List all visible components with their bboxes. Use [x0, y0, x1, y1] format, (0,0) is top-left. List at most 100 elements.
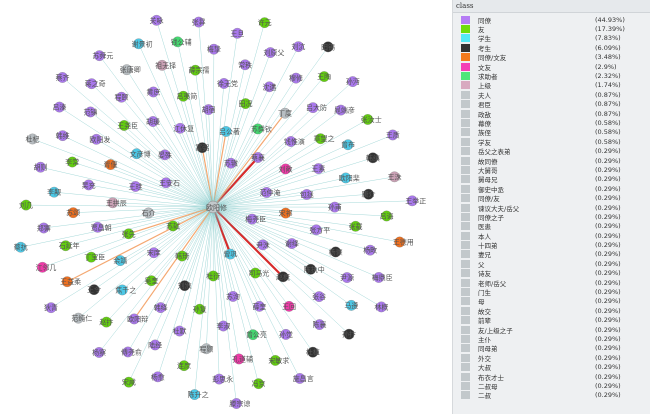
legend-item[interactable]: 大舅哥(0.29%) — [453, 165, 650, 175]
legend-item[interactable]: 故交(0.29%) — [453, 306, 650, 316]
graph-node[interactable]: 王质 — [386, 129, 400, 141]
legend-item[interactable]: 谏议大夫/岳父(0.29%) — [453, 203, 650, 213]
graph-node[interactable]: 梅鼎臣 — [372, 272, 393, 283]
graph-node[interactable]: 王素 — [311, 163, 325, 174]
legend-item[interactable]: 二叔(0.29%) — [453, 391, 650, 400]
graph-node[interactable]: 郑獬 — [37, 222, 51, 234]
graph-node[interactable]: 刘沆 — [291, 41, 305, 52]
graph-node[interactable]: 吕大防 — [306, 102, 327, 114]
graph-node[interactable]: 司马光 — [248, 267, 269, 279]
legend-item[interactable]: 学生(7.83%) — [453, 34, 650, 43]
graph-node[interactable]: 孔道辅 — [232, 353, 253, 365]
graph-node[interactable]: 李常 — [65, 156, 79, 168]
graph-node[interactable]: 江休复 — [173, 122, 194, 134]
graph-node[interactable]: 杜植 — [306, 346, 320, 358]
graph-node[interactable]: 孙觉 — [279, 329, 293, 340]
legend-item[interactable]: 学友(0.58%) — [453, 137, 650, 147]
graph-node[interactable]: 韩琦 — [175, 250, 189, 262]
graph-node[interactable]: 梅尧臣 — [245, 213, 266, 225]
graph-node[interactable]: 马遵 — [344, 300, 358, 311]
legend-item[interactable]: 母(0.29%) — [453, 297, 650, 306]
graph-node[interactable]: 余靖 — [113, 255, 127, 266]
graph-node[interactable]: 苏洵 — [226, 291, 240, 302]
graph-node[interactable]: 丁度 — [278, 107, 292, 119]
legend-item[interactable]: 前辈(0.29%) — [453, 316, 650, 325]
graph-node[interactable]: 孙甫 — [328, 201, 342, 213]
graph-node[interactable]: 石延年 — [59, 240, 80, 252]
graph-node[interactable]: 钱惟演 — [284, 136, 305, 147]
graph-node[interactable]: 许元 — [258, 17, 272, 29]
graph-node[interactable]: 陈襄 — [313, 319, 327, 330]
legend-item[interactable]: 君臣(0.87%) — [453, 100, 650, 109]
graph-node[interactable]: 胡则 — [34, 161, 48, 173]
legend-item[interactable]: 考生(6.09%) — [453, 43, 650, 53]
graph-node[interactable]: 苏舜元 — [92, 50, 113, 62]
graph-node[interactable]: 刘敞 — [279, 163, 293, 175]
graph-node[interactable]: 丁宝臣 — [84, 251, 105, 263]
graph-node[interactable]: 王拱辰 — [106, 197, 127, 209]
graph-node[interactable]: 常秩 — [238, 59, 252, 71]
graph-node[interactable]: 焦千之 — [115, 284, 136, 296]
graph-node[interactable]: 晏殊 — [158, 149, 172, 161]
graph-node[interactable]: 苏舜钦 — [251, 123, 272, 135]
legend-item[interactable]: 同僚/文友(3.48%) — [453, 53, 650, 62]
legend-item[interactable]: 老师/岳父(0.29%) — [453, 278, 650, 288]
hub-node[interactable]: 欧阳修 — [206, 200, 227, 214]
graph-node[interactable]: 孙复 — [193, 303, 207, 315]
graph-node[interactable]: 王德用 — [393, 236, 414, 248]
graph-node[interactable]: 孙沔 — [346, 76, 360, 87]
graph-node[interactable]: 宋祁 — [279, 207, 293, 219]
graph-node[interactable]: 吴充 — [82, 179, 96, 191]
graph-node[interactable]: 王洙 — [387, 171, 401, 183]
graph-node[interactable]: 贾昌朝 — [91, 221, 112, 233]
graph-node[interactable]: 林概 — [374, 301, 388, 313]
graph-node[interactable]: 程颢 — [199, 343, 213, 355]
graph-node[interactable]: 黄庶 — [146, 86, 160, 98]
graph-node[interactable]: 欧阳棐 — [339, 172, 360, 184]
graph-node[interactable]: 韩缜 — [366, 152, 380, 164]
graph-node[interactable]: 赵抃 — [99, 316, 113, 328]
graph-node[interactable]: 富弼 — [195, 142, 209, 154]
graph-node[interactable]: 范仲淹 — [260, 187, 281, 198]
legend-item[interactable]: 同僚(44.93%) — [453, 15, 650, 25]
graph-node[interactable]: 宋咸 — [122, 376, 136, 388]
legend-item[interactable]: 上级(1.74%) — [453, 81, 650, 90]
graph-node[interactable]: 刘原父 — [263, 47, 284, 58]
graph-node[interactable]: 杨畋 — [363, 244, 377, 256]
graph-node[interactable]: 曾巩 — [223, 248, 237, 260]
legend-item[interactable]: 父(0.29%) — [453, 259, 650, 269]
legend-item[interactable]: 同母弟(0.29%) — [453, 344, 650, 353]
legend-item[interactable]: 主仆(0.29%) — [453, 334, 650, 344]
legend-item[interactable]: 诗友(0.29%) — [453, 269, 650, 278]
graph-node[interactable]: 陆经 — [148, 339, 162, 351]
legend-item[interactable]: 十四弟(0.29%) — [453, 240, 650, 250]
graph-node[interactable]: 李觏 — [47, 186, 61, 198]
legend-item[interactable]: 政敌(0.87%) — [453, 109, 650, 119]
graph-node[interactable]: 欧阳辩 — [127, 313, 148, 325]
graph-node[interactable]: 韩维 — [56, 130, 70, 141]
graph-node[interactable]: 王旦 — [230, 27, 244, 39]
graph-node[interactable]: 吕夷简 — [176, 90, 197, 102]
graph-node[interactable]: 连庶 — [177, 360, 191, 372]
graph-node[interactable]: 曾公亮 — [246, 329, 267, 341]
graph-node[interactable]: 范镇 — [83, 106, 97, 118]
graph-node[interactable]: 彭思永 — [212, 373, 233, 385]
graph-node[interactable]: 张唐卿 — [120, 64, 141, 76]
legend-item[interactable]: 幕僚(0.58%) — [453, 118, 650, 128]
graph-node[interactable]: 晁端彦 — [334, 104, 355, 116]
graph-node[interactable]: 杜默 — [173, 325, 187, 337]
graph-node[interactable]: 苏轼 — [166, 220, 180, 232]
graph-node[interactable]: 吴奎 — [144, 275, 158, 287]
graph-node[interactable]: 宋敏求 — [268, 355, 289, 366]
graph-node[interactable]: 蒋之奇 — [85, 78, 106, 90]
legend-item[interactable]: 求助者(2.32%) — [453, 71, 650, 81]
graph-node[interactable]: 胥偃 — [103, 159, 117, 170]
graph-node[interactable]: 张先 — [122, 228, 136, 240]
legend-item[interactable]: 妻兄(0.29%) — [453, 250, 650, 259]
graph-node[interactable]: 张汝士 — [361, 114, 382, 125]
graph-node[interactable]: 薛奎 — [252, 301, 266, 312]
graph-node[interactable]: 韩绛 — [154, 302, 168, 313]
graph-node[interactable]: 王尧臣 — [117, 120, 138, 131]
graph-node[interactable]: 谢绛 — [285, 238, 299, 249]
graph-node[interactable]: 胡宿 — [202, 104, 216, 115]
